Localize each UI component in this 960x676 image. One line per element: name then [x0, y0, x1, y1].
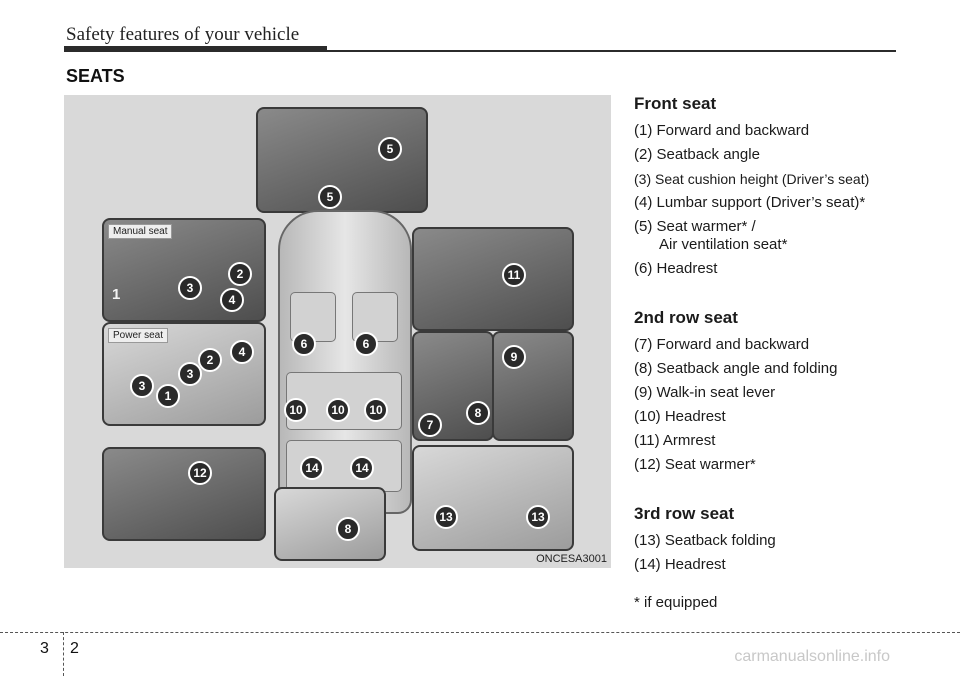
gear-shift-panel: 5 5 [256, 107, 428, 213]
page-number: 2 [70, 640, 79, 657]
callout-5a: 5 [378, 137, 402, 161]
front-seat-item: (2) Seatback angle [634, 146, 760, 163]
power-seat-label: Power seat [108, 328, 169, 343]
seatback-lever-panel: 8 [274, 487, 386, 561]
section-number: 3 [40, 640, 49, 657]
callout-4-power: 4 [230, 340, 254, 364]
seat-warmer-panel: 12 [102, 447, 266, 541]
third-row-heading: 3rd row seat [634, 504, 735, 523]
callout-4: 4 [220, 288, 244, 312]
front-seat-item: (3) Seat cushion height (Driver’s seat) [634, 171, 870, 187]
second-row-heading: 2nd row seat [634, 308, 738, 327]
callout-8-lever: 8 [336, 517, 360, 541]
second-row-item: (7) Forward and backward [634, 336, 810, 353]
second-row-item: (10) Headrest [634, 408, 726, 425]
seat-legend: Front seat (1) Forward and backward (2) … [634, 90, 914, 618]
callout-5b: 5 [318, 185, 342, 209]
callout-12: 12 [188, 461, 212, 485]
front-seat-heading: Front seat [634, 94, 717, 113]
callout-8: 8 [466, 401, 490, 425]
footer-divider [63, 632, 64, 676]
seats-illustration: 5 5 Manual seat 1 3 2 4 Power seat 2 4 3… [64, 95, 611, 568]
third-row-item: (13) Seatback folding [634, 532, 776, 549]
second-row-item: (11) Armrest [634, 432, 716, 449]
callout-13b: 13 [526, 505, 550, 529]
callout-9: 9 [502, 345, 526, 369]
second-row-item: (8) Seatback angle and folding [634, 360, 838, 377]
front-seat-item: (1) Forward and backward [634, 122, 810, 139]
footer-rule [0, 632, 960, 633]
callout-7: 7 [418, 413, 442, 437]
header-rule-thin [327, 50, 896, 52]
callout-14a: 14 [300, 456, 324, 480]
armrest-panel: 11 [412, 227, 574, 331]
manual-seat-label: Manual seat [108, 224, 173, 239]
callout-10b: 10 [326, 398, 350, 422]
callout-10a: 10 [284, 398, 308, 422]
callout-6a: 6 [292, 332, 316, 356]
third-row-panel: 13 13 [412, 445, 574, 551]
vehicle-top-view: 6 6 10 10 10 14 14 [278, 210, 412, 514]
walk-in-lever-panel: 9 [492, 331, 574, 441]
figure-code: ONCESA3001 [536, 553, 607, 565]
callout-3-power-a: 3 [178, 362, 202, 386]
front-seat-item: (6) Headrest [634, 260, 718, 277]
footnote: * if equipped [634, 594, 718, 611]
second-row-item: (12) Seat warmer* [634, 456, 756, 473]
watermark: carmanualsonline.info [734, 648, 890, 665]
second-row-item: (9) Walk-in seat lever [634, 384, 776, 401]
manual-seat-panel: Manual seat 1 3 2 4 [102, 218, 266, 322]
chapter-header: Safety features of your vehicle [66, 24, 300, 45]
callout-1: 1 [112, 286, 121, 303]
front-seat-item: (4) Lumbar support (Driver’s seat)* [634, 194, 866, 211]
header-rule-thick [64, 46, 327, 52]
callout-11: 11 [502, 263, 526, 287]
callout-1-power: 1 [156, 384, 180, 408]
third-row-item: (14) Headrest [634, 556, 726, 573]
callout-10c: 10 [364, 398, 388, 422]
second-row-panel: 7 8 [412, 331, 494, 441]
callout-3-power-b: 3 [130, 374, 154, 398]
section-title: SEATS [66, 66, 125, 86]
callout-2: 2 [228, 262, 252, 286]
callout-13a: 13 [434, 505, 458, 529]
power-seat-panel: Power seat 2 4 3 3 1 [102, 322, 266, 426]
callout-14b: 14 [350, 456, 374, 480]
callout-6b: 6 [354, 332, 378, 356]
callout-3: 3 [178, 276, 202, 300]
callout-2-power: 2 [198, 348, 222, 372]
front-seat-item: (5) Seat warmer* / [634, 218, 756, 235]
front-seat-item-continued: Air ventilation seat* [659, 236, 788, 253]
